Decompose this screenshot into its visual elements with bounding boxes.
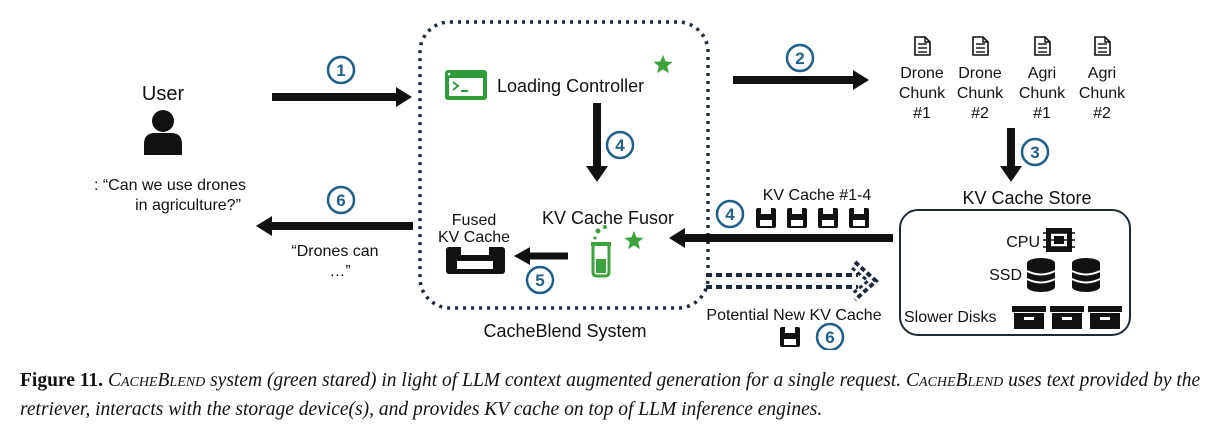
arrow-system-to-user xyxy=(256,216,413,236)
arrow-potential-new-kv xyxy=(706,260,879,302)
svg-text:#1: #1 xyxy=(913,105,931,122)
cpu-icon xyxy=(1043,228,1075,252)
svg-text:6: 6 xyxy=(825,328,834,347)
arrow-fusor-to-fused xyxy=(514,247,568,265)
kv-cache-fusor-label: KV Cache Fusor xyxy=(542,208,674,228)
step-4-badge-horizontal: 4 xyxy=(715,199,745,229)
loading-controller-label: Loading Controller xyxy=(497,76,644,96)
svg-text:Drone: Drone xyxy=(900,65,944,82)
fused-floppy-icon xyxy=(446,247,505,274)
svg-text:1: 1 xyxy=(336,61,345,80)
svg-text:Chunk: Chunk xyxy=(1019,85,1066,102)
kv-cache-chunks-label: KV Cache #1-4 xyxy=(763,187,872,204)
step-5-badge: 5 xyxy=(525,265,555,295)
cacheblend-system-boundary xyxy=(418,20,710,310)
caption-part2: system (green stared) in light of LLM co… xyxy=(205,370,907,391)
user-query-line1: : “Can we use drones xyxy=(94,177,246,194)
answer-line1: “Drones can xyxy=(291,243,378,260)
document-icon xyxy=(1034,36,1051,56)
floppy-icon xyxy=(849,208,869,228)
caption-sc1: CacheBlend xyxy=(107,370,206,391)
step-1-badge: 1 xyxy=(326,55,356,85)
step-3-badge: 3 xyxy=(1020,137,1050,167)
slower-disk-icon xyxy=(1088,306,1122,329)
svg-text:Drone: Drone xyxy=(958,65,1002,82)
arrow-controller-to-chunks xyxy=(733,70,869,90)
arrow-user-to-system xyxy=(272,87,412,107)
flask-icon xyxy=(591,225,611,278)
figure-caption: Figure 11. CacheBlend system (green star… xyxy=(20,366,1210,424)
cpu-label: CPU xyxy=(1006,234,1040,251)
svg-text:2: 2 xyxy=(795,49,804,68)
fused-line1: Fused xyxy=(452,212,496,229)
svg-text:#2: #2 xyxy=(971,105,989,122)
document-icon xyxy=(914,36,931,56)
ssd-label: SSD xyxy=(989,267,1022,284)
svg-text:6: 6 xyxy=(336,191,345,210)
terminal-icon xyxy=(445,70,487,100)
document-icon xyxy=(1094,36,1111,56)
chunk-drone-1: Drone Chunk #1 xyxy=(899,36,946,122)
svg-text:4: 4 xyxy=(725,205,735,224)
slower-disks-label: Slower Disks xyxy=(904,309,996,326)
chunk-agri-1: Agri Chunk #1 xyxy=(1019,36,1066,122)
ssd-icon xyxy=(1026,257,1056,293)
floppy-icon xyxy=(756,208,776,228)
arrow-chunks-to-store xyxy=(1000,128,1022,182)
potential-new-kv-label: Potential New KV Cache xyxy=(706,307,881,324)
figure-number: Figure 11. xyxy=(20,370,104,391)
kv-store-title: KV Cache Store xyxy=(962,188,1091,208)
svg-text:Chunk: Chunk xyxy=(1079,85,1126,102)
user-query-line2: in agriculture?” xyxy=(135,197,241,214)
arrow-controller-to-fusor xyxy=(586,103,608,182)
ssd-icon xyxy=(1071,257,1101,293)
user-label: User xyxy=(142,83,185,105)
floppy-icon xyxy=(780,327,800,347)
star-icon-fusor xyxy=(624,231,644,250)
chunk-drone-2: Drone Chunk #2 xyxy=(957,36,1004,122)
svg-text:Agri: Agri xyxy=(1088,65,1116,82)
step-6-badge-store: 6 xyxy=(815,322,845,350)
step-6-badge: 6 xyxy=(326,185,356,215)
svg-text:4: 4 xyxy=(615,136,625,155)
system-label: CacheBlend System xyxy=(483,321,646,341)
svg-text:Chunk: Chunk xyxy=(899,85,946,102)
floppy-icon xyxy=(787,208,807,228)
arrow-store-to-fusor xyxy=(669,228,893,248)
svg-text:#1: #1 xyxy=(1033,105,1051,122)
step-4-badge-vertical: 4 xyxy=(605,130,635,160)
svg-text:3: 3 xyxy=(1030,143,1039,162)
kv-cache-store xyxy=(899,209,1131,336)
slower-disk-icon xyxy=(1050,306,1084,329)
caption-part3: uses text provided by the retriever, int… xyxy=(20,370,1201,420)
answer-line2: …” xyxy=(329,263,350,280)
user-icon xyxy=(144,110,182,155)
chunk-agri-2: Agri Chunk #2 xyxy=(1079,36,1126,122)
cacheblend-diagram: User : “Can we use drones in agriculture… xyxy=(94,20,1131,350)
step-2-badge: 2 xyxy=(785,43,815,73)
svg-text:Chunk: Chunk xyxy=(957,85,1004,102)
svg-text:Agri: Agri xyxy=(1028,65,1056,82)
svg-text:#2: #2 xyxy=(1093,105,1111,122)
floppy-icon xyxy=(818,208,838,228)
svg-text:5: 5 xyxy=(535,271,544,290)
star-icon-controller xyxy=(653,55,673,74)
document-icon xyxy=(972,36,989,56)
caption-sc2: CacheBlend xyxy=(906,370,1004,391)
slower-disk-icon xyxy=(1012,306,1046,329)
fused-line2: KV Cache xyxy=(438,229,510,246)
